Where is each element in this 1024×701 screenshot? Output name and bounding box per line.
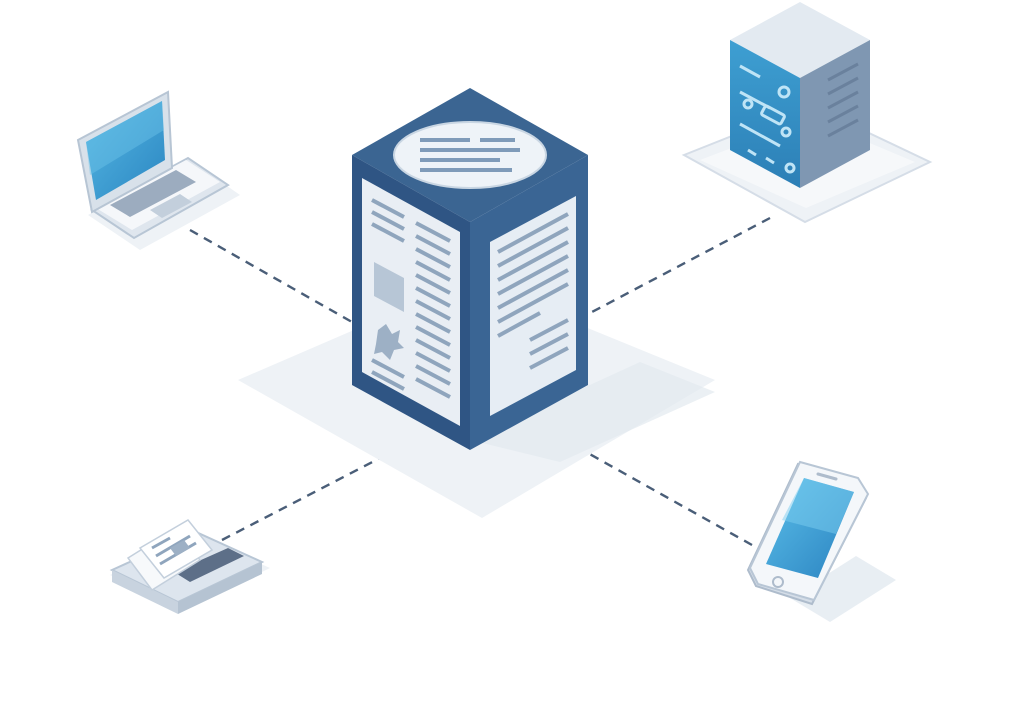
scanner-icon xyxy=(109,519,270,614)
connector-server xyxy=(591,216,771,314)
laptop-icon xyxy=(76,90,240,250)
connector-lines xyxy=(189,216,771,547)
document-tower-icon xyxy=(352,88,588,450)
smartphone-icon xyxy=(746,460,896,622)
connector-smartphone xyxy=(585,450,753,547)
server-rack-icon xyxy=(681,2,933,224)
hub-shadow xyxy=(470,362,715,462)
connector-laptop xyxy=(189,228,353,324)
connector-scanner xyxy=(221,454,385,542)
